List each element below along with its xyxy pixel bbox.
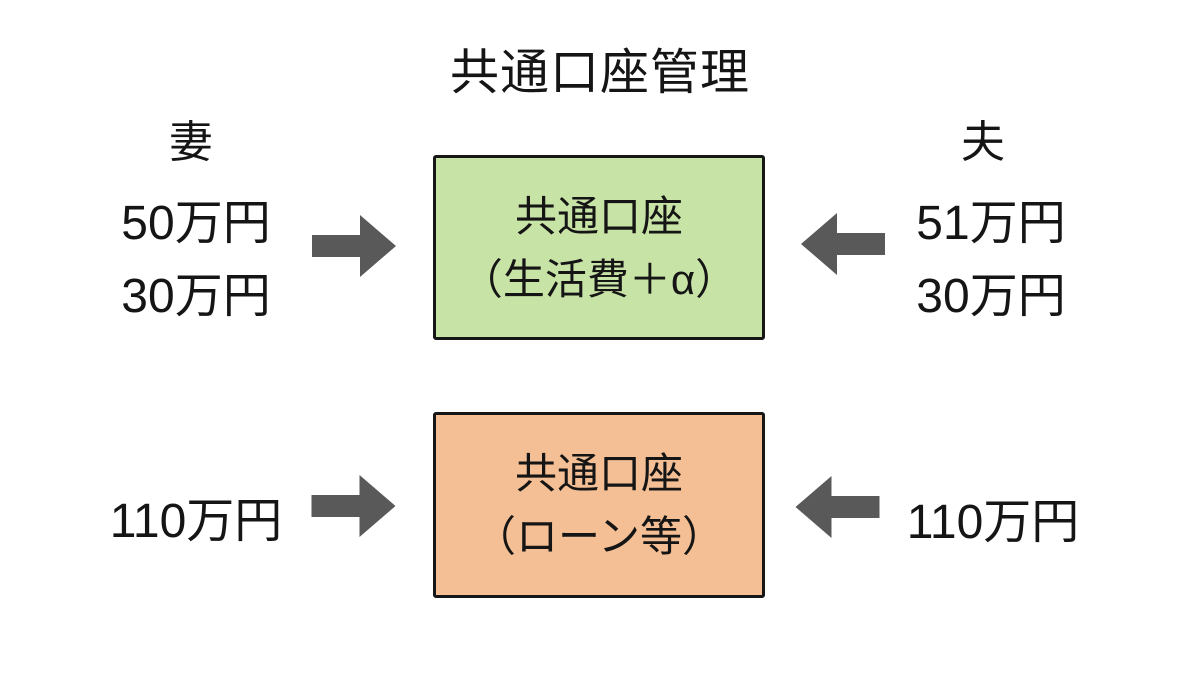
arrow-left-icon [795, 476, 880, 538]
wife-label: 妻 [169, 118, 213, 167]
arrow-left-icon [801, 213, 885, 275]
wife-amount-1: 50万円 [121, 197, 271, 250]
arrow-right-shape [312, 215, 396, 277]
living-box-line1: 共通口座 [514, 192, 683, 240]
arrow-right-shape [311, 475, 396, 537]
wife-amount-2: 30万円 [121, 270, 271, 323]
arrow-right-icon [311, 475, 396, 537]
wife-loan-amount: 110万円 [109, 495, 283, 548]
arrow-left-shape [801, 213, 885, 275]
arrow-right-icon [312, 215, 396, 277]
shared-account-loan-box: 共通口座 （ローン等） [433, 412, 765, 598]
husband-label: 夫 [961, 118, 1005, 167]
husband-loan-amount: 110万円 [906, 496, 1080, 549]
loan-box-line2: （ローン等） [474, 513, 724, 560]
husband-amount-1: 51万円 [916, 197, 1066, 250]
page-title: 共通口座管理 [449, 46, 750, 100]
husband-amount-2: 30万円 [916, 270, 1066, 323]
arrow-left-shape [795, 476, 880, 538]
loan-box-line1: 共通口座 [514, 450, 683, 497]
living-box-line2: （生活費＋α） [460, 255, 738, 303]
shared-account-living-box: 共通口座 （生活費＋α） [433, 155, 765, 340]
